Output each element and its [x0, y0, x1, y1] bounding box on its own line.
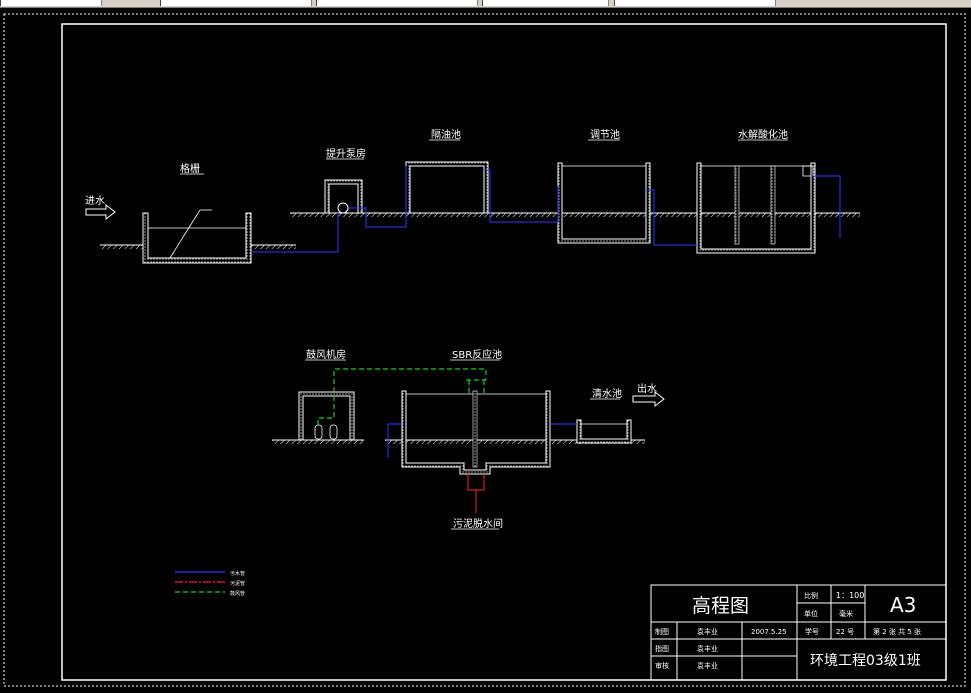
lift-pump-label: 提升泵房	[326, 147, 366, 160]
id-value: 22 号	[836, 628, 854, 636]
equalization-tank: 调节池	[557, 128, 651, 244]
name-drawn: 袁丰业	[697, 627, 718, 636]
sewage-pipes-top	[251, 166, 841, 253]
toolbar-segment	[160, 0, 312, 6]
title-block-text: 高程图 比例 1：100 单位 毫米 A3 制图 袁丰业 2007.5.25 学…	[655, 591, 921, 670]
sheet-frame	[61, 23, 947, 681]
title-block	[650, 584, 947, 681]
role-reviewed: 审核	[655, 661, 669, 670]
toolbar-segment	[614, 0, 776, 6]
sheet-size: A3	[890, 593, 916, 617]
blower-house: 鼓风机房	[298, 348, 355, 441]
class-name: 环境工程03级1班	[810, 653, 921, 669]
name-guided: 袁丰业	[697, 644, 718, 653]
toolbar-segment	[316, 0, 478, 6]
unit-value: 毫米	[839, 609, 853, 618]
ground-lines	[100, 212, 860, 249]
hydrolysis-tank: 水解酸化池	[696, 128, 816, 254]
sheet-outer-border	[3, 13, 966, 687]
sbr-label: SBR反应池	[452, 348, 502, 361]
clear-water-tank: 清水池	[576, 387, 632, 444]
sewage-pipes-bottom	[387, 423, 577, 458]
toolbar-segment	[0, 0, 102, 6]
outlet-label: 出水	[637, 382, 657, 395]
unit-label: 单位	[804, 609, 818, 618]
legend-sludge-label: 污泥管	[230, 580, 245, 587]
id-label: 学号	[805, 627, 819, 636]
sbr-reactor: SBR反应池	[401, 348, 551, 475]
toolbar	[0, 0, 971, 8]
sludge-label: 污泥脱水间	[453, 517, 503, 530]
scale-label: 比例	[804, 591, 818, 600]
legend-air-label: 鼓风管	[230, 590, 245, 597]
clear-water-label: 清水池	[592, 387, 622, 400]
hydrolysis-label: 水解酸化池	[738, 128, 788, 141]
date-drawn: 2007.5.25	[751, 628, 787, 636]
oil-separator: 隔油池	[405, 128, 489, 214]
legend: 污水管 污泥管 鼓风管	[175, 570, 245, 597]
role-guided: 指图	[655, 644, 669, 653]
role-drawn: 制图	[655, 627, 669, 636]
oil-sep-label: 隔油池	[431, 128, 461, 141]
blower-label: 鼓风机房	[306, 348, 346, 361]
screen-tank: 格栅	[142, 162, 252, 264]
scale-value: 1：100	[836, 591, 864, 600]
lift-pump-house: 提升泵房	[324, 147, 366, 214]
sludge-pipe	[467, 474, 485, 513]
outlet-arrow	[632, 390, 665, 408]
inlet-arrow	[85, 203, 116, 221]
air-pipe	[317, 368, 487, 425]
sheet-number: 第 2 张 共 5 张	[873, 627, 921, 636]
drawing-title: 高程图	[692, 595, 749, 617]
inlet-label: 进水	[85, 195, 105, 207]
toolbar-segment	[482, 0, 609, 6]
equalization-label: 调节池	[590, 128, 620, 141]
screen-label: 格栅	[180, 162, 200, 175]
name-reviewed: 袁丰业	[697, 661, 718, 670]
elevation-drawing: 进水 格栅 提升泵房 隔油池 调节池 水解酸化池	[3, 13, 966, 687]
legend-sewage-label: 污水管	[230, 570, 245, 577]
